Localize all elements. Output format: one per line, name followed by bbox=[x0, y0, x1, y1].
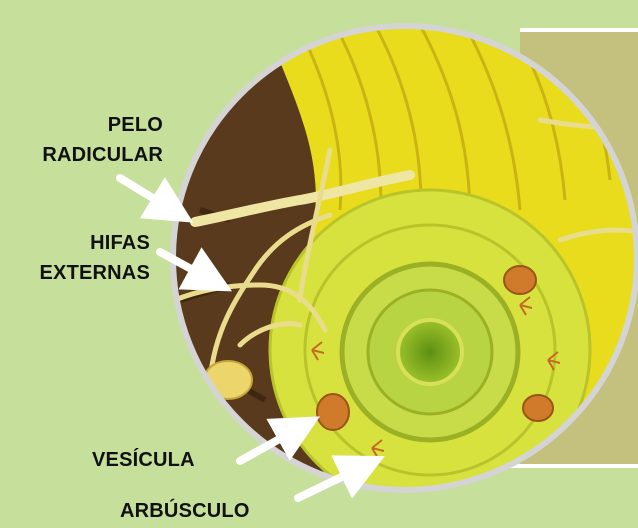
label-vesicula: VESÍCULA bbox=[92, 445, 195, 475]
label-hifas-line1: HIFAS bbox=[39, 228, 150, 258]
label-pelo-line2: RADICULAR bbox=[42, 140, 163, 170]
label-arbusculo: ARBÚSCULO bbox=[120, 496, 250, 526]
label-pelo-line1: PELO bbox=[42, 110, 163, 140]
arrow-pelo-radicular bbox=[120, 178, 166, 206]
label-hifas-line2: EXTERNAS bbox=[39, 258, 150, 288]
label-pelo-radicular: PELO RADICULAR bbox=[42, 110, 163, 170]
stele bbox=[398, 320, 462, 384]
label-hifas-externas: HIFAS EXTERNAS bbox=[39, 228, 150, 288]
